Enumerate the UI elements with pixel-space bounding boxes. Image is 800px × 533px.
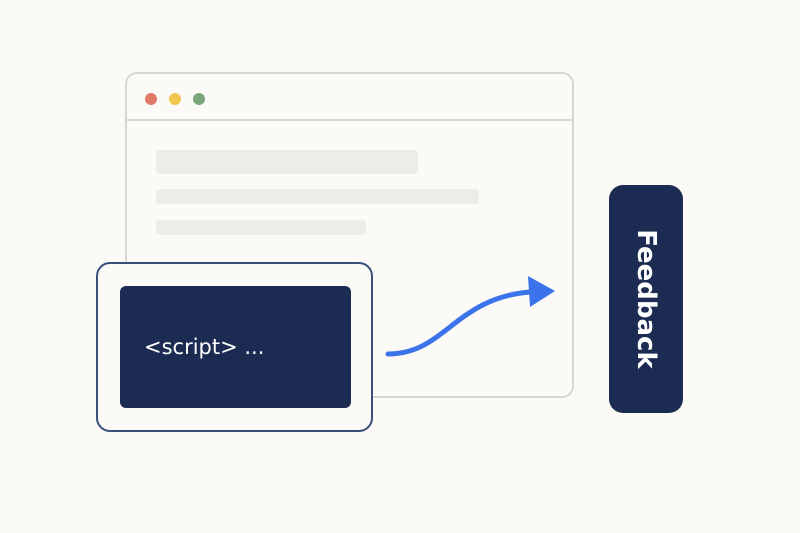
code-snippet-frame: <script> ...: [96, 262, 373, 432]
feedback-tab-label: Feedback: [631, 229, 661, 369]
placeholder-title-line: [156, 150, 418, 174]
window-titlebar: [127, 74, 572, 121]
placeholder-text-line: [156, 220, 366, 235]
close-dot-icon: [145, 93, 157, 105]
code-panel: <script> ...: [120, 286, 351, 408]
feedback-tab-button[interactable]: Feedback: [609, 185, 683, 413]
maximize-dot-icon: [193, 93, 205, 105]
minimize-dot-icon: [169, 93, 181, 105]
placeholder-text-line: [156, 189, 479, 204]
code-snippet-text: <script> ...: [144, 335, 265, 359]
